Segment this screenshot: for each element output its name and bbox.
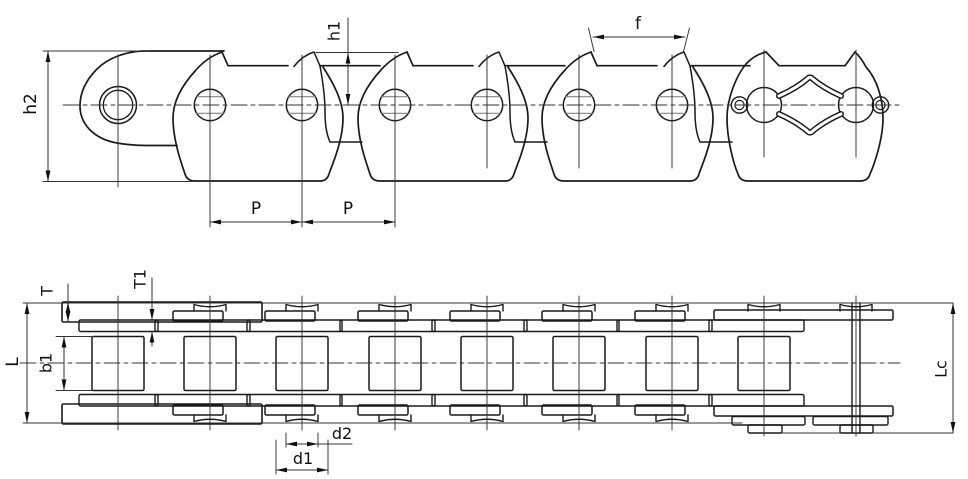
side-view-dimension-labels: h2 h1 f P P — [21, 14, 642, 219]
d2-arrow — [286, 441, 297, 447]
T1-arrow — [149, 309, 155, 320]
attachment-plate-strip-bottom — [61, 403, 263, 425]
f-arrow — [593, 34, 604, 40]
dim-label-T: T — [38, 286, 57, 297]
p-arrow — [291, 219, 302, 225]
plan-view — [19, 277, 956, 475]
f-extension-line — [683, 27, 690, 52]
dim-label-h1: h1 — [325, 21, 344, 41]
T1-arrow — [149, 331, 155, 343]
outer-plate-segment-top — [634, 310, 686, 322]
p-arrow — [210, 219, 221, 225]
clip-plate-narrow — [839, 424, 874, 434]
inner-plate-band-bottom — [616, 393, 713, 407]
b1-arrow — [61, 336, 67, 348]
inner-plate-band-top — [339, 319, 436, 333]
spring-clip-arm-inner — [809, 75, 843, 98]
clip-plate-wide — [731, 415, 806, 426]
connecting-plate-strip-bottom — [713, 405, 894, 417]
h1-arrow — [345, 52, 351, 64]
inner-plate-band-top — [78, 319, 159, 333]
f-extension-line — [588, 27, 595, 52]
clip-plate-narrow — [747, 424, 783, 434]
attachment-plate-outline — [79, 50, 225, 147]
far-plate-tooth-and-gap — [478, 51, 548, 143]
dim-label-L: L — [3, 357, 23, 367]
inner-plate-band-bottom — [431, 393, 528, 407]
h2-arrow — [45, 51, 51, 62]
d1-arrow — [276, 467, 287, 473]
tooth-left-edge — [844, 51, 856, 67]
spring-clip-arm-inner — [777, 75, 811, 98]
far-plate-tooth-and-gap — [293, 51, 363, 143]
outer-plate-segment-top — [449, 310, 501, 322]
dim-label-p-left: P — [251, 199, 261, 219]
dim-label-f: f — [635, 14, 642, 34]
dim-label-h2: h2 — [21, 93, 41, 115]
inner-plate-band-bottom — [339, 393, 436, 407]
inner-plate-band-top — [616, 319, 713, 333]
inner-plate-band-top — [523, 319, 620, 333]
tooth-right-edge — [221, 51, 229, 67]
spring-clip-arm-inner — [809, 112, 843, 135]
spring-clip-arm-inner — [777, 112, 811, 135]
dim-label-p-right: P — [343, 199, 353, 219]
outer-plate-segment-top — [172, 310, 224, 322]
tooth-right-edge — [765, 51, 780, 67]
dim-label-d1: d1 — [293, 449, 313, 468]
dim-label-d2: d2 — [332, 424, 352, 443]
inner-plate-band-top — [431, 319, 528, 333]
h1-arrow — [345, 94, 351, 105]
plan-view-dimension-labels: T T1 L b1 d2 d1 Lc — [3, 269, 951, 468]
tooth-right-edge — [590, 51, 598, 67]
L-arrow — [24, 412, 30, 423]
sharp-top-plate-outline — [541, 51, 714, 182]
outer-plate-segment-top — [357, 310, 409, 322]
connecting-plate-strip-top — [713, 309, 894, 321]
dim-label-b1: b1 — [37, 353, 56, 373]
outer-plate-segment-bottom — [449, 404, 501, 416]
inner-plate-band-top — [708, 319, 805, 333]
T-arrow — [65, 302, 71, 313]
Lc-arrow — [950, 422, 956, 433]
sharp-top-plate-outline — [172, 51, 344, 182]
outer-plate-segment-bottom — [264, 404, 316, 416]
outer-plate-segment-bottom — [172, 404, 224, 416]
d2-arrow — [307, 441, 318, 447]
outer-plate-segment-top — [264, 310, 316, 322]
clip-plate-wide — [812, 415, 889, 426]
T-arrow — [65, 311, 71, 322]
inner-plate-band-top — [154, 319, 251, 333]
b1-arrow — [61, 379, 67, 391]
inner-plate-band-bottom — [523, 393, 620, 407]
h2-arrow — [45, 170, 51, 182]
outer-plate-segment-bottom — [541, 404, 593, 416]
dim-label-Lc: Lc — [932, 360, 951, 378]
d1-arrow — [317, 467, 328, 473]
tooth-right-edge — [406, 51, 414, 67]
inner-plate-band-bottom — [78, 393, 159, 407]
inner-plate-band-bottom — [246, 393, 343, 407]
inner-plate-band-bottom — [154, 393, 251, 407]
far-plate-tooth-and-gap — [663, 51, 733, 143]
inner-plate-band-top — [246, 319, 343, 333]
outer-plate-segment-bottom — [357, 404, 409, 416]
attachment-plate-strip-top — [61, 301, 263, 323]
p-arrow — [302, 219, 313, 225]
p-arrow — [384, 219, 395, 225]
Lc-arrow — [950, 303, 956, 314]
sharp-top-plate-outline — [357, 51, 529, 182]
dim-label-T1: T1 — [131, 269, 150, 290]
connecting-plate-outline — [726, 51, 884, 182]
outer-plate-segment-top — [541, 310, 593, 322]
side-elevation-view — [42, 17, 903, 228]
f-arrow — [674, 34, 685, 40]
L-arrow — [24, 303, 30, 314]
outer-plate-segment-bottom — [634, 404, 686, 416]
inner-plate-band-bottom — [708, 393, 805, 407]
